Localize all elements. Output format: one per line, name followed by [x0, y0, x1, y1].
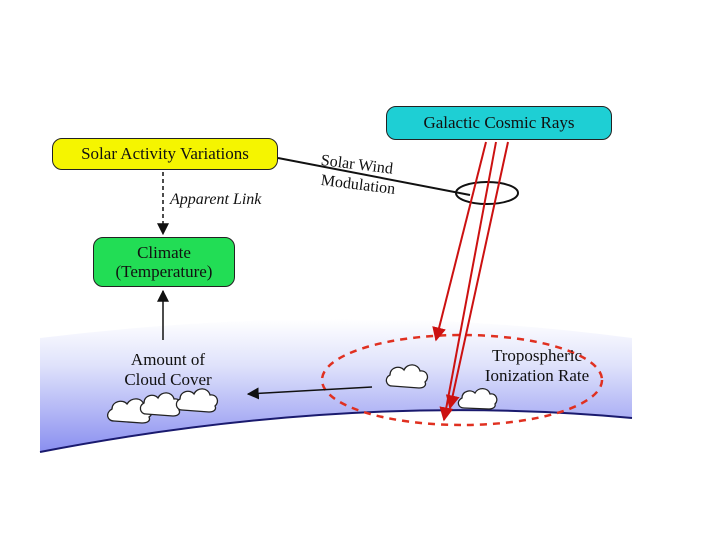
cloud-icon [139, 392, 183, 417]
solar-activity-box: Solar Activity Variations [52, 138, 278, 170]
climate-label: Climate [137, 243, 191, 262]
ionization-to-cloud-arrow [246, 386, 373, 400]
solar-activity-label: Solar Activity Variations [81, 144, 249, 163]
cloud-icon [385, 364, 429, 389]
cloud-cover-label: Amount of Cloud Cover [108, 350, 228, 390]
cosmic-rays-box: Galactic Cosmic Rays [386, 106, 612, 140]
cloud-icon [175, 388, 219, 413]
atmosphere-band [40, 319, 632, 452]
modulation-loop [455, 181, 519, 205]
cosmic-ray-line [445, 141, 509, 410]
ionization-line2: Ionization Rate [484, 366, 590, 385]
cosmic-rays-label: Galactic Cosmic Rays [423, 113, 575, 132]
cosmic-ray-line [432, 141, 487, 342]
temperature-label: (Temperature) [115, 262, 213, 281]
ionization-line1: Tropospheric [491, 346, 583, 365]
earth-surface-line [39, 409, 633, 453]
ionization-rate-label: Tropospheric Ionization Rate [462, 346, 612, 386]
cloud-icon [457, 387, 498, 410]
cosmic-ray-line [439, 141, 497, 422]
apparent-link-label: Apparent Link [170, 191, 262, 208]
climate-box: Climate (Temperature) [93, 237, 235, 287]
cloud-cover-line2: Cloud Cover [124, 370, 212, 389]
ionization-region-ellipse [320, 333, 604, 427]
solar-wind-line [277, 157, 471, 196]
cloud-cover-line1: Amount of [130, 350, 206, 369]
